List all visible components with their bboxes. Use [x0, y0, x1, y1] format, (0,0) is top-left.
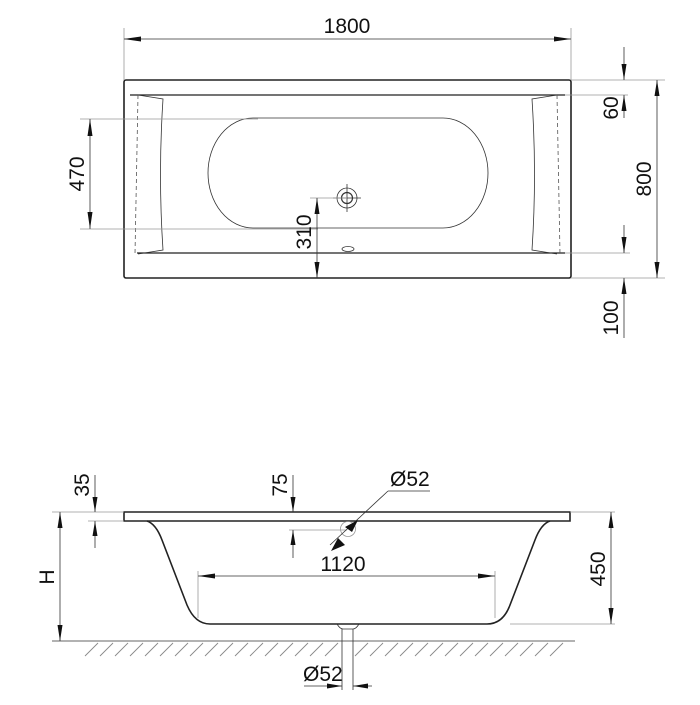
dim-bottom-rim: 100 — [600, 300, 623, 335]
tub-outer-outline — [123, 79, 572, 279]
right-headrest-hidden-edge — [556, 94, 561, 255]
right-headrest — [531, 94, 558, 255]
floor-hatching — [84, 642, 564, 657]
left-headrest-hidden-edge — [134, 94, 139, 255]
drain-pipe — [336, 623, 360, 630]
plan-view: 1800 470 310 60 800 100 — [66, 15, 665, 338]
dim-depth: 450 — [587, 551, 610, 586]
side-view: H 35 75 Ø52 1120 450 — [36, 468, 615, 690]
dim-bottom-length: 1120 — [320, 553, 365, 576]
dim-overall-length: 1800 — [324, 15, 371, 38]
dim-drain-offset: 310 — [293, 214, 316, 249]
overflow-circle — [340, 521, 356, 537]
dim-drain-diameter: Ø52 — [303, 663, 343, 686]
dim-top-rim: 60 — [600, 96, 623, 119]
left-headrest — [137, 94, 164, 255]
tub-body — [146, 520, 551, 625]
tub-rim — [123, 511, 571, 522]
dim-basin-width: 470 — [66, 156, 89, 191]
drain-symbol — [341, 246, 355, 252]
dim-overflow-height: 75 — [269, 473, 292, 496]
dim-overall-width: 800 — [633, 161, 656, 196]
dim-overflow-diameter: Ø52 — [390, 468, 430, 491]
inner-basin — [207, 117, 489, 229]
dim-rim-thickness: 35 — [71, 473, 94, 496]
dim-total-height: H — [36, 569, 59, 584]
